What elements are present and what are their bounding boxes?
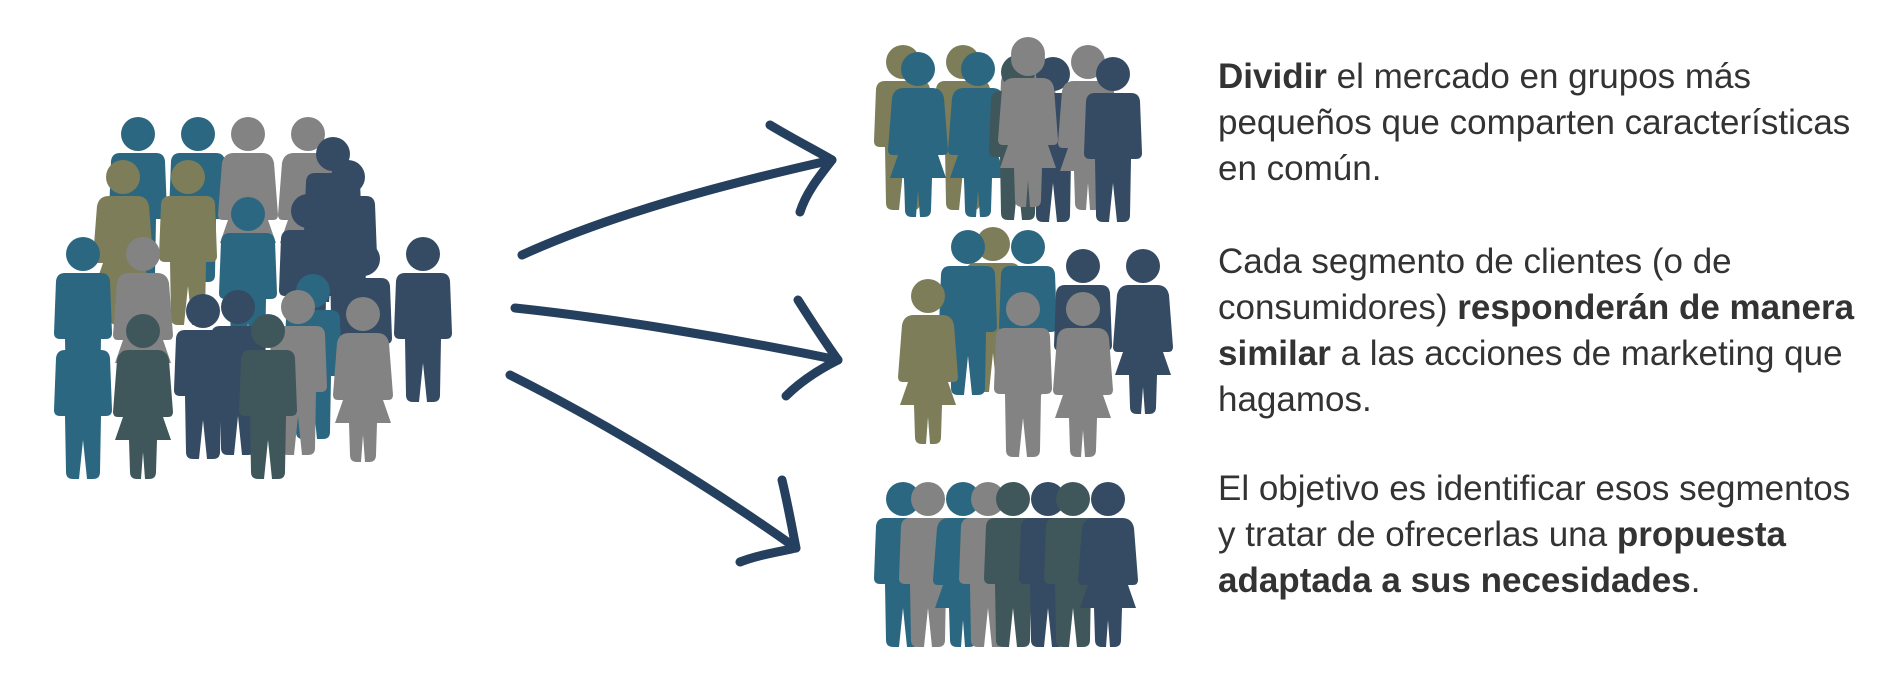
- paragraph-objective: El objetivo es identificar esos segmento…: [1218, 466, 1858, 604]
- paragraph-divide-text: el mercado en grupos más pequeños que co…: [1218, 57, 1851, 188]
- paragraph-segments-text-1: Cada segmento de clientes (o de consumid…: [1218, 242, 1732, 327]
- arrow-to-segment-2: [510, 295, 843, 401]
- keyword-divide: Dividir: [1218, 57, 1327, 96]
- keyword-tailored-proposal: propuesta adaptada a sus necesidades: [1218, 515, 1787, 600]
- crowd-group: [54, 117, 452, 479]
- arrow-to-segment-3: [505, 370, 801, 567]
- arrow-to-segment-1: [517, 120, 837, 260]
- segment_2-person-5-person-female-icon: [1113, 249, 1173, 414]
- paragraph-segments: Cada segmento de clientes (o de consumid…: [1218, 239, 1858, 423]
- segment-1-group: [874, 37, 1142, 222]
- paragraph-objective-text-2: .: [1690, 561, 1701, 600]
- paragraph-divide: Dividir el mercado en grupos más pequeño…: [1218, 54, 1858, 192]
- segment-2-group: [898, 227, 1173, 457]
- paragraph-objective-text-1: El objetivo es identificar esos segmento…: [1218, 469, 1851, 554]
- crowd-person-14-person-male-icon: [394, 237, 452, 402]
- paragraph-segments-text-2: a las acciones de marketing que hagamos.: [1218, 334, 1843, 419]
- segment-3-group: [874, 482, 1138, 647]
- keyword-respond-similarly: responderán de manera similar: [1218, 288, 1855, 373]
